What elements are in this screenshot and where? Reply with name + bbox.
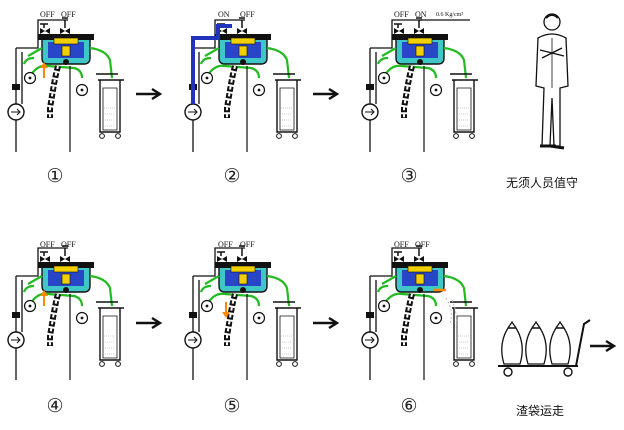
panel-3-valve-right-label: ON bbox=[415, 10, 427, 19]
step-number-2: ② bbox=[223, 165, 241, 187]
panel-6-discharge bbox=[434, 288, 457, 329]
step-number-3: ③ bbox=[400, 165, 418, 187]
panel-3-unit bbox=[362, 18, 478, 152]
panel-3-valve-left-label: OFF bbox=[394, 10, 409, 19]
panel-2-valve-right-label: OFF bbox=[240, 10, 255, 19]
arrow-out-icon bbox=[588, 339, 616, 353]
panel-5-valve-left-label: OFF bbox=[218, 240, 233, 249]
panel-1-unit bbox=[8, 18, 124, 152]
panel-1-valve-left-label: OFF bbox=[40, 10, 55, 19]
panel-5-unit bbox=[185, 246, 301, 380]
panel-1-flow-up-icon bbox=[40, 62, 48, 78]
panel-6-valve-left-label: OFF bbox=[394, 240, 409, 249]
panel-3-pressure-label: 0.6 Kg/cm² bbox=[436, 12, 464, 18]
panel-4-valve-left-label: OFF bbox=[40, 240, 55, 249]
caption-unattended: 无须人员值守 bbox=[506, 176, 579, 190]
panel-6-valve-right-label: OFF bbox=[415, 240, 430, 249]
panel-2-valve-left-label: ON bbox=[218, 10, 230, 19]
step-number-4: ④ bbox=[46, 395, 64, 417]
step-number-1: ① bbox=[46, 165, 64, 187]
arrow-1-2-icon bbox=[134, 87, 162, 101]
arrow-2-3-icon bbox=[311, 87, 339, 101]
standing-man-icon bbox=[535, 13, 569, 150]
panel-1-valve-right-label: OFF bbox=[61, 10, 76, 19]
arrow-4-5-icon bbox=[134, 316, 162, 330]
caption-cake-bags: 渣袋运走 bbox=[516, 404, 565, 418]
step-number-5: ⑤ bbox=[223, 395, 241, 417]
panel-5-flow-down-icon bbox=[222, 302, 230, 318]
arrow-5-6-icon bbox=[311, 316, 339, 330]
panel-4-flow-up-icon bbox=[40, 290, 48, 306]
panel-2-feed-line bbox=[191, 24, 232, 104]
panel-6-unit bbox=[362, 246, 478, 380]
panel-4-valve-right-label: OFF bbox=[61, 240, 76, 249]
panel-5-valve-right-label: OFF bbox=[240, 240, 255, 249]
panel-4-unit bbox=[8, 246, 124, 380]
step-number-6: ⑥ bbox=[400, 395, 418, 417]
bag-cart-icon bbox=[498, 319, 591, 377]
